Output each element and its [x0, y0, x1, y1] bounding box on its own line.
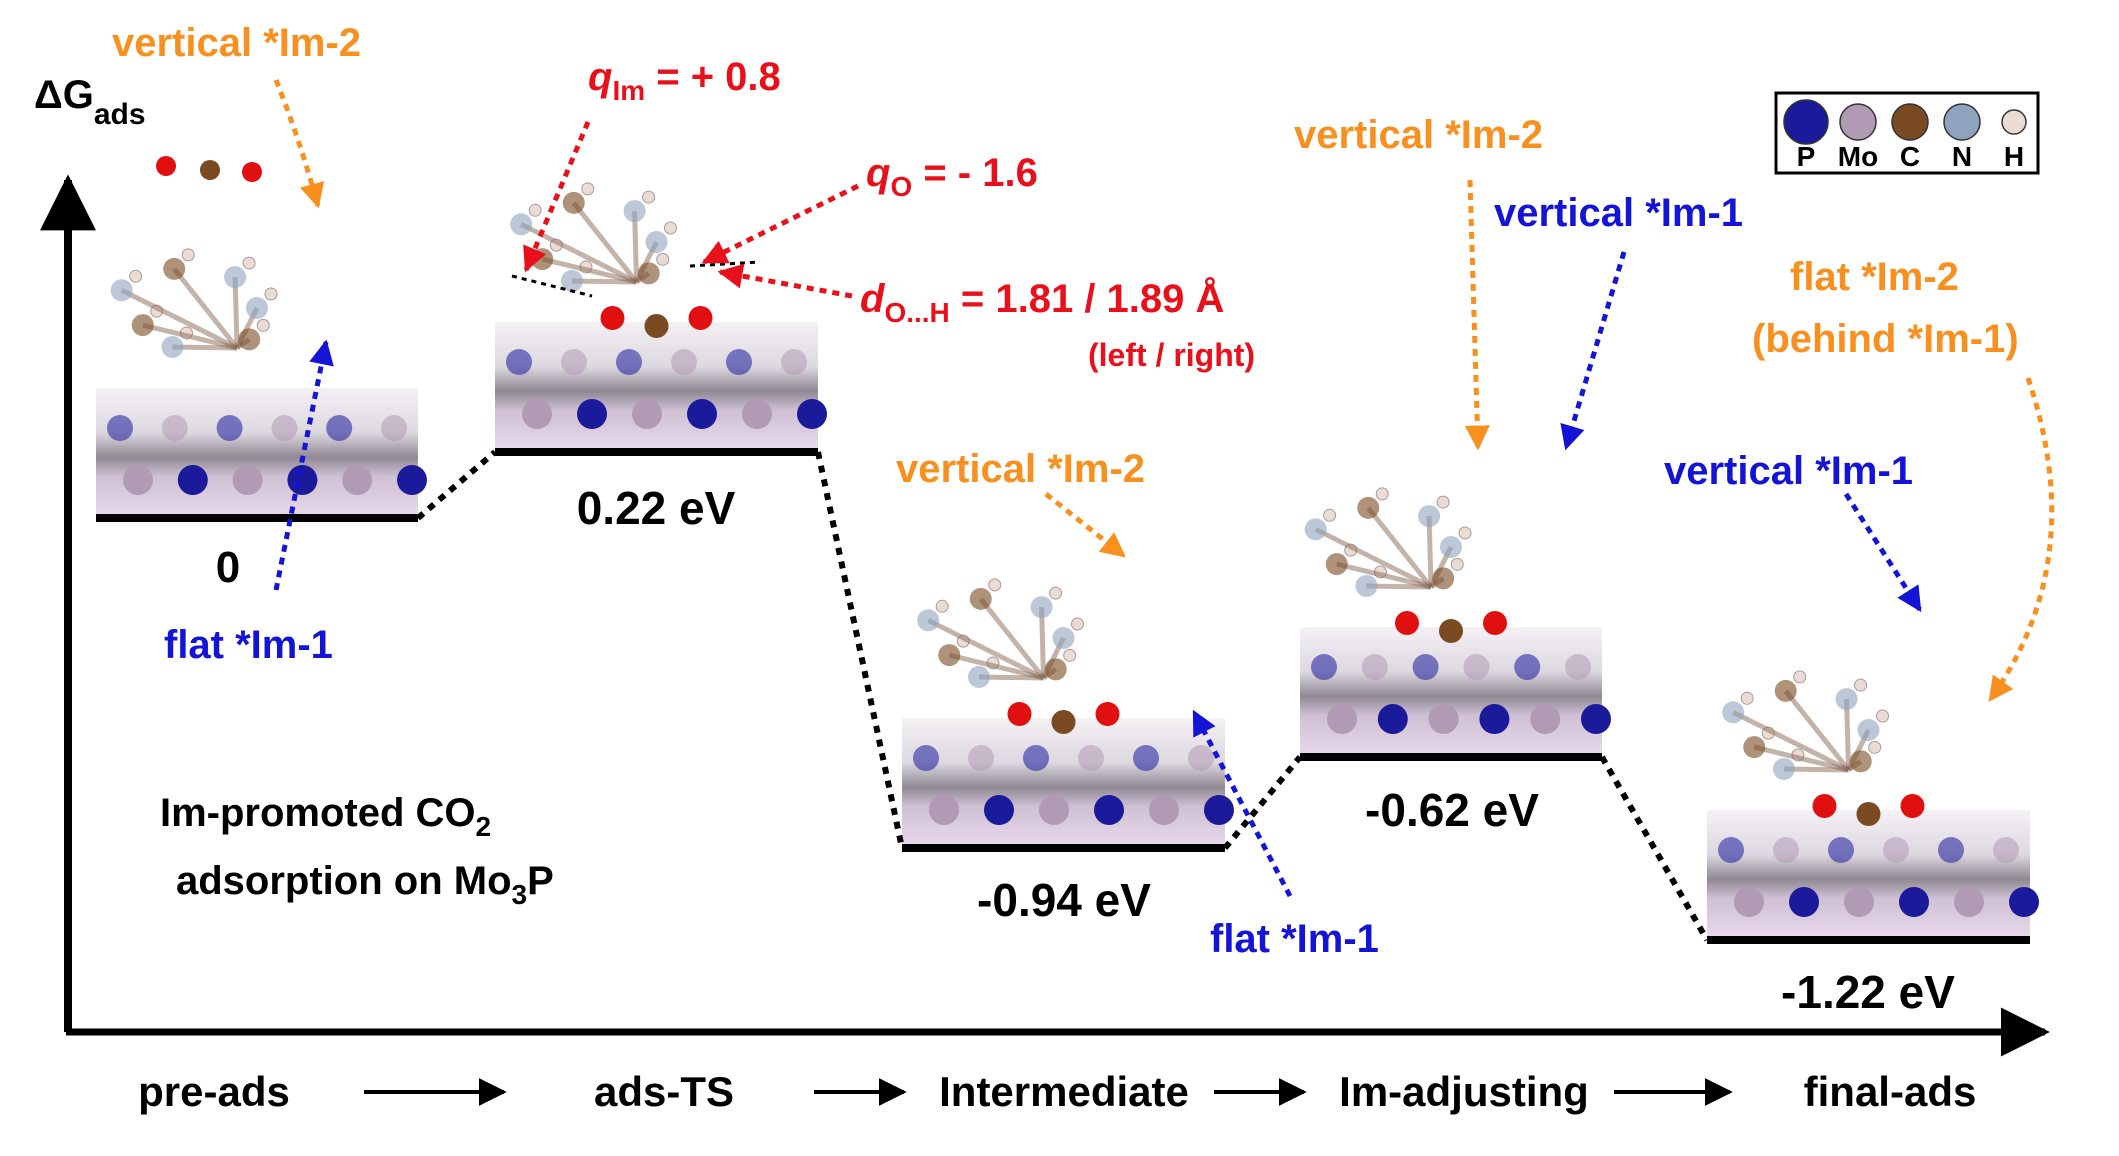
- s4-vertical-im2-arrow: [1464, 179, 1490, 451]
- y-axis-label: ΔGads: [34, 73, 146, 131]
- s3-vertical-im2-label: vertical *Im-2: [896, 447, 1145, 491]
- q-im-label: qIm = + 0.8: [588, 55, 781, 106]
- diagram-title: Im-promoted CO2 adsorption on Mo3P: [160, 791, 554, 910]
- legend-c-label: C: [1900, 141, 1920, 172]
- legend-c-atom-icon: [1891, 103, 1929, 141]
- legend-p-label: P: [1797, 141, 1816, 172]
- structure-panel-pre-ads: [96, 156, 427, 514]
- q-o-label: qO = - 1.6: [866, 151, 1038, 202]
- s4-vertical-im2-label: vertical *Im-2: [1294, 113, 1543, 157]
- s1-flat-im1-label: flat *Im-1: [164, 623, 333, 667]
- energy-label-ads-TS: 0.22 eV: [577, 482, 736, 534]
- energy-levels: 0 0.22 eV -0.94 eV -0.62 eV -1.22 eV: [96, 448, 2030, 1018]
- step-label-pre-ads: pre-ads: [138, 1068, 290, 1115]
- s1-vertical-im2-arrow: [273, 79, 325, 209]
- energy-label-intermediate: -0.94 eV: [977, 874, 1151, 926]
- step-label-ads-TS: ads-TS: [594, 1068, 734, 1115]
- legend-n-label: N: [1952, 141, 1972, 172]
- q-im-arrow: [523, 121, 591, 273]
- level-connector: [1222, 755, 1303, 850]
- atom-legend: P Mo C N H: [1774, 91, 2040, 175]
- s5-flat-im2-arrow: [1987, 377, 2055, 703]
- legend-mo-atom-icon: [1839, 103, 1877, 141]
- structure-panel-intermediate: [902, 578, 1234, 844]
- s3-vertical-im2-arrow: [1044, 492, 1126, 558]
- s3-flat-im1-label: flat *Im-1: [1210, 917, 1379, 961]
- structure-panel-final-ads: [1707, 670, 2039, 936]
- s3-flat-im1-arrow: [1191, 709, 1293, 898]
- structure-panel-im-adjusting: [1300, 487, 1611, 753]
- level-connector: [1599, 755, 1710, 942]
- s5-vertical-im1-label: vertical *Im-1: [1664, 449, 1913, 493]
- step-label-intermediate: Intermediate: [939, 1068, 1189, 1115]
- structure-panels: [96, 156, 2039, 936]
- level-connector: [416, 449, 497, 521]
- energy-label-final-ads: -1.22 eV: [1781, 966, 1955, 1018]
- s5-vertical-im1-arrow: [1843, 492, 1923, 613]
- d-oh-label: dO...H = 1.81 / 1.89 Å: [860, 276, 1224, 328]
- legend-h-label: H: [2004, 141, 2024, 172]
- legend-mo-label: Mo: [1838, 141, 1878, 172]
- energy-label-pre-ads: 0: [216, 543, 240, 592]
- s5-flat-im2-label-2: (behind *Im-1): [1752, 317, 2019, 361]
- legend-p-atom-icon: [1783, 99, 1829, 145]
- step-label-im-adjusting: Im-adjusting: [1339, 1068, 1589, 1115]
- d-oh-note: (left / right): [1088, 337, 1255, 373]
- s4-vertical-im1-label: vertical *Im-1: [1494, 191, 1743, 235]
- q-o-arrow: [701, 183, 860, 265]
- svg-text:adsorption on Mo3P: adsorption on Mo3P: [176, 859, 554, 910]
- legend-n-atom-icon: [1943, 103, 1981, 141]
- s5-flat-im2-label-1: flat *Im-2: [1790, 255, 1959, 299]
- reaction-steps: pre-ads ads-TS Intermediate Im-adjusting fin…: [138, 1068, 1976, 1115]
- s1-vertical-im2-label: vertical *Im-2: [112, 21, 361, 65]
- structure-panel-ads-TS: [495, 182, 827, 448]
- svg-text:Im-promoted CO2: Im-promoted CO2: [160, 791, 491, 842]
- s1-flat-im1-arrow: [273, 339, 334, 591]
- step-label-final-ads: final-ads: [1804, 1068, 1977, 1115]
- energy-label-im-adjusting: -0.62 eV: [1365, 784, 1539, 836]
- d-oh-arrow: [717, 263, 853, 299]
- s4-vertical-im1-arrow: [1560, 251, 1627, 451]
- legend-h-atom-icon: [2001, 109, 2027, 135]
- level-connector: [815, 451, 905, 849]
